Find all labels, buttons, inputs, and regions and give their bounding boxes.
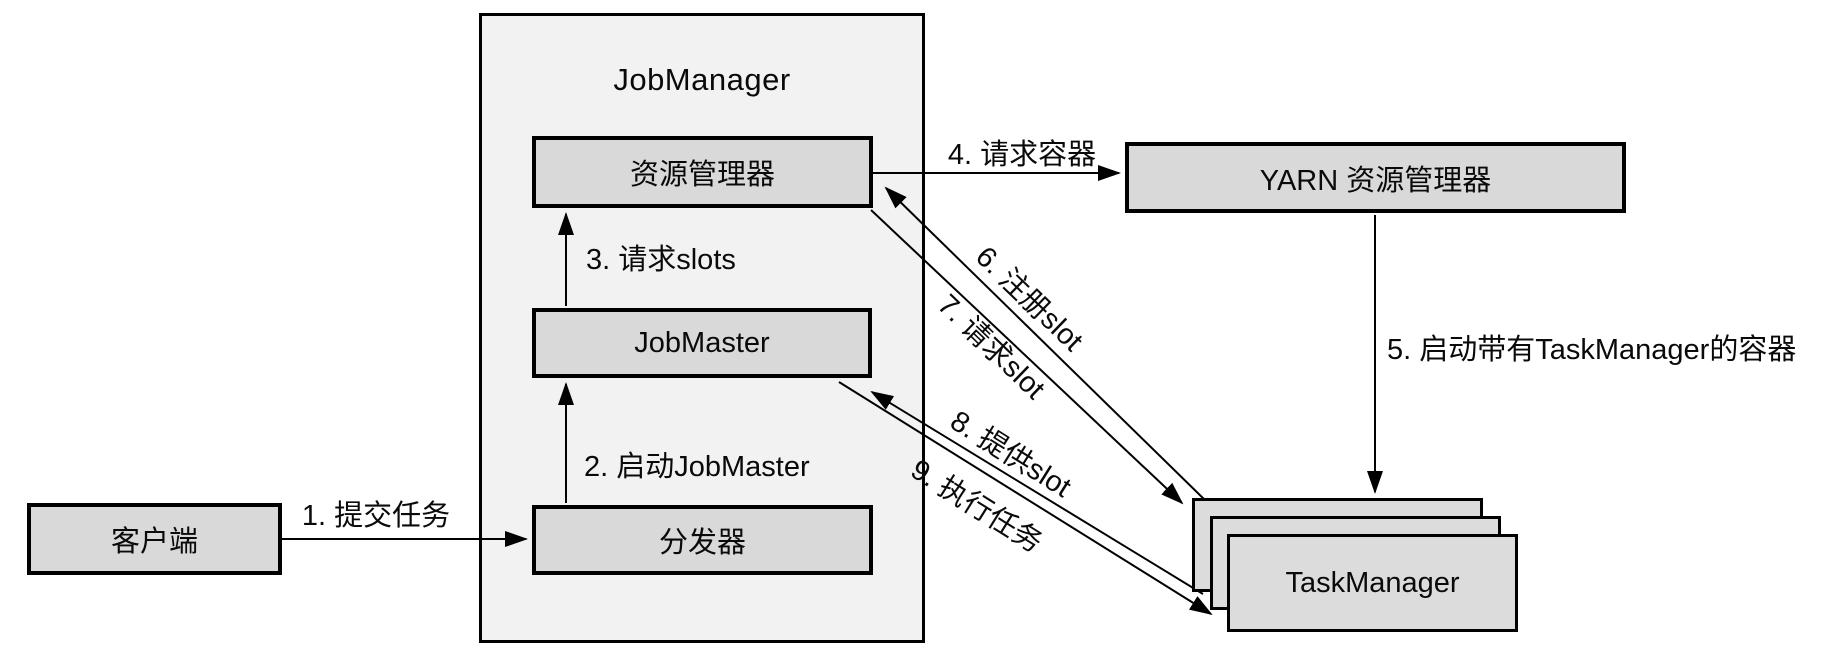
label-step-3-request-slots: 3. 请求slots bbox=[586, 244, 736, 276]
node-taskmanager: TaskManager bbox=[1227, 534, 1518, 632]
jobmanager-title: JobManager bbox=[613, 62, 791, 97]
node-client: 客户端 bbox=[27, 503, 282, 575]
label-step-2-start-jobmaster: 2. 启动JobMaster bbox=[584, 451, 810, 483]
label-step-1-submit-job: 1. 提交任务 bbox=[301, 500, 451, 532]
node-dispatcher: 分发器 bbox=[532, 505, 873, 575]
label-step-5-launch-container: 5. 启动带有TaskManager的容器 bbox=[1387, 334, 1797, 366]
arrow-9-execute-task-line bbox=[838, 381, 1213, 616]
arrow-6-register-slot-line bbox=[884, 186, 1209, 504]
node-resource-manager: 资源管理器 bbox=[532, 136, 873, 208]
label-step-4-request-container: 4. 请求容器 bbox=[947, 139, 1097, 171]
arrow-8-offer-slot-line bbox=[870, 390, 1204, 595]
node-jobmaster: JobMaster bbox=[532, 308, 872, 378]
node-yarn-resource-manager: YARN 资源管理器 bbox=[1125, 142, 1626, 213]
arrow-7-request-slot-line bbox=[870, 209, 1184, 505]
